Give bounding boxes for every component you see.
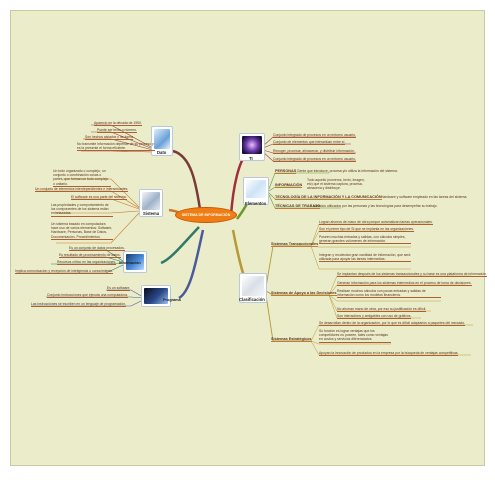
- sistema-label: Sistema: [143, 211, 160, 216]
- programa-node[interactable]: [141, 285, 171, 307]
- programa-item-2: Conjunto instrucciones que ejecuta una c…: [47, 293, 129, 299]
- transaccionales-item-4: Integran y recolectan gran cantidad de i…: [319, 253, 411, 263]
- central-topic-label: SISTEMA DE INFORMACIÓN: [181, 213, 231, 217]
- apoyo-item-3: Realizan muchos cálculos con pocas entra…: [337, 289, 441, 299]
- ti-item-1: Conjunto integrado de procesos en un ent…: [273, 133, 356, 139]
- sistema-node[interactable]: [139, 189, 163, 217]
- dato-image: [154, 129, 170, 149]
- estrategicos-item-3: Apoyan la innovación de productos en la …: [319, 351, 459, 357]
- informacion-item-3: Recursos crítico en las organizaciones.: [57, 260, 116, 266]
- ti-item-3: Recoger, procesar, almacenar, y distribu…: [273, 149, 355, 155]
- sistema-image: [142, 192, 160, 210]
- elementos-text-1: Gente que introduce, procesa y/o utiliza…: [297, 169, 398, 173]
- transaccionales-item-3: Poseen muchas entradas y salidas, con cá…: [319, 235, 411, 245]
- estrategicos-item-1: Se desarrollan dentro de la organización…: [319, 321, 466, 327]
- programa-image: [144, 288, 168, 304]
- programa-item-1: Es un software.: [107, 286, 131, 292]
- apoyo-item-5: Son interactivos y amigables con uso de …: [337, 314, 412, 320]
- dato-item-3: Son hechos aislados y de forma: [85, 135, 134, 141]
- ti-item-4: Conjunto integrado de procesos en un ent…: [273, 157, 356, 163]
- elementos-key-4: TÉCNICAS DE TRABAJO: [275, 204, 321, 209]
- clasificacion-node[interactable]: [239, 273, 267, 303]
- transaccionales-item-2: Son el primer tipo de SI que se implanta…: [319, 227, 414, 233]
- dato-item-2: Puede ser texto o número.: [97, 128, 137, 134]
- apoyo-item-1: Se implantan después de los sistemas tra…: [337, 272, 488, 278]
- informacion-item-1: Es un conjunto de datos procesados.: [69, 246, 125, 252]
- informacion-label: Información: [119, 261, 141, 265]
- estrategicos-label: Sistemas Estratégicos: [271, 337, 312, 342]
- sistema-item-1: Un todo organizado o complejo; un conjun…: [53, 169, 111, 187]
- clasificacion-image: [242, 276, 264, 296]
- clasificacion-label: Clasificación: [239, 297, 265, 302]
- estrategicos-item-2: Su función es lograr ventajas que los co…: [319, 329, 391, 343]
- apoyo-label: Sistemas de Apoyo a las Decisiones: [271, 291, 337, 296]
- elementos-text-3: Hardware y software empleado en las tare…: [381, 195, 468, 199]
- elementos-label: Elementos: [245, 201, 267, 206]
- programa-label: Programa: [163, 298, 181, 302]
- apoyo-item-2: Generan información para los sistemas in…: [337, 281, 472, 287]
- transaccionales-item-1: Logran ahorros de mano de obra porque au…: [319, 220, 433, 226]
- elementos-image: [246, 180, 266, 198]
- sistema-item-3: El software es una parte del sistema.: [71, 195, 127, 201]
- transaccionales-label: Sistemas Transaccionales: [271, 242, 319, 247]
- dato-node[interactable]: [151, 126, 173, 156]
- elementos-text-4: Métodos utilizados por las personas y la…: [313, 204, 438, 208]
- sistema-item-2: Un conjunto de elementos interdependient…: [35, 187, 129, 193]
- sistema-item-5: Un sistema basado en computadora hace us…: [51, 222, 113, 240]
- apoyo-item-4: No ahorran mano de obra, por eso su just…: [337, 307, 427, 313]
- elementos-key-3: TECNOLOGÍA DE LA INFORMACIÓN Y LA COMUNI…: [275, 195, 382, 200]
- elementos-node[interactable]: [243, 177, 269, 205]
- ti-node[interactable]: [239, 133, 265, 161]
- dato-item-1: Aparecio en la década de 1950.: [94, 121, 142, 127]
- ti-image: [242, 136, 262, 154]
- ti-item-2: Conjunto de elementos que interactúan en…: [273, 140, 346, 146]
- connector-lines: [16, 124, 473, 356]
- programa-item-3: Las instrucciones se escriben en un leng…: [31, 302, 126, 308]
- informacion-item-2: Es resultado de procesamiento de datos.: [59, 253, 121, 259]
- informacion-item-4: Implica comunicación y recepción de inte…: [15, 269, 114, 275]
- elementos-text-2: Todo aquello (números, texto, imagen, et…: [307, 178, 365, 191]
- elementos-key-1: PERSONAS: [275, 169, 297, 174]
- informacion-node[interactable]: [123, 251, 147, 273]
- informacion-image: [126, 254, 144, 270]
- dato-label: Dato: [157, 150, 167, 155]
- ti-label: TI: [249, 156, 253, 161]
- mind-map-canvas: SISTEMA DE INFORMACIÓN Dato Aparecio en …: [10, 10, 488, 466]
- sistema-item-4: Las propiedades y comportamiento de los …: [51, 203, 113, 217]
- elementos-key-2: INFORMACIÓN: [275, 183, 303, 188]
- dato-item-4: No transmite información depende de su p…: [77, 142, 155, 152]
- central-topic[interactable]: SISTEMA DE INFORMACIÓN: [175, 207, 237, 223]
